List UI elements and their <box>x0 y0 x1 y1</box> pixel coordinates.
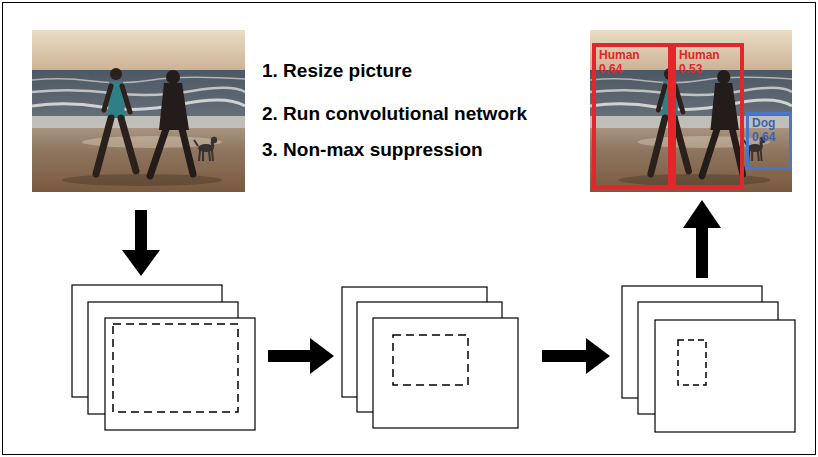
detection-box: Human 0.53 <box>672 43 744 189</box>
feature-stack <box>342 287 518 428</box>
flow-arrow <box>542 338 610 374</box>
flow-arrow <box>122 210 160 276</box>
feature-stack <box>72 285 255 430</box>
input-photo <box>32 30 245 192</box>
detection-label: Human 0.64 <box>599 49 640 77</box>
output-photo <box>590 30 792 192</box>
detection-box: Dog 0.64 <box>746 112 792 170</box>
detection-label: Dog 0.64 <box>752 117 775 145</box>
flow-arrow <box>683 200 721 278</box>
step-text: 3. Non-max suppression <box>262 139 483 162</box>
detection-box: Human 0.64 <box>592 43 672 189</box>
step-text: 1. Resize picture <box>262 60 412 83</box>
feature-stack <box>622 286 795 432</box>
flow-arrow <box>268 338 334 374</box>
detection-label: Human 0.53 <box>679 49 720 77</box>
step-text: 2. Run convolutional network <box>262 103 527 126</box>
frame-border <box>3 3 816 455</box>
